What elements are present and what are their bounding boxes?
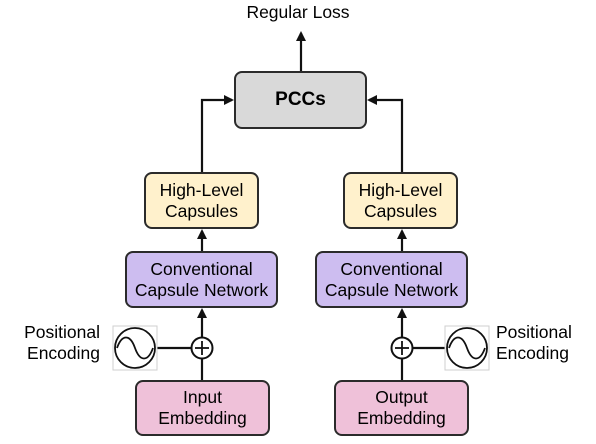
right-capsules-to-pccs-arrow: [367, 95, 404, 172]
left-positional-encoding-icon: [112, 325, 158, 371]
regular-loss-label: Regular Loss: [246, 2, 350, 22]
right-capsule-network-node: Conventional Capsule Network: [315, 251, 468, 308]
pccs-node: PCCs: [234, 71, 367, 129]
right-capsnet-line-2: Capsule Network: [324, 279, 459, 300]
right-positional-encoding-icon: [444, 325, 490, 371]
left-high-level-line-2: Capsules: [165, 200, 238, 221]
left-sum-icon: [190, 336, 214, 360]
input-embedding-line-2: Embedding: [158, 408, 247, 428]
input-embedding-line-1: Input: [183, 387, 222, 408]
right-high-level-capsules-node: High-Level Capsules: [343, 172, 458, 229]
left-positional-encoding-label: Positional Encoding: [0, 322, 100, 364]
right-positional-line-1: Positional: [496, 322, 572, 342]
left-capsnet-line-2: Capsule Network: [134, 279, 269, 300]
right-positional-line-2: Encoding: [496, 343, 569, 363]
output-embedding-line-1: Output: [375, 387, 428, 408]
right-high-level-line-1: High-Level: [358, 179, 443, 200]
left-capsule-network-node: Conventional Capsule Network: [125, 251, 278, 308]
right-capsnet-line-1: Conventional: [340, 258, 443, 279]
left-high-level-line-1: High-Level: [159, 179, 244, 200]
left-positional-line-1: Positional: [24, 322, 100, 342]
right-positional-encoding-label: Positional Encoding: [496, 322, 596, 364]
left-capsules-to-pccs-arrow: [200, 95, 234, 172]
left-capsnet-line-1: Conventional: [150, 258, 253, 279]
input-embedding-node: Input Embedding: [135, 380, 270, 436]
output-embedding-line-2: Embedding: [357, 408, 446, 428]
right-sum-icon: [390, 336, 414, 360]
output-embedding-node: Output Embedding: [334, 380, 469, 436]
pccs-label: PCCs: [275, 88, 326, 110]
left-positional-line-2: Encoding: [27, 343, 100, 363]
left-high-level-capsules-node: High-Level Capsules: [144, 172, 259, 229]
right-high-level-line-2: Capsules: [364, 200, 437, 221]
